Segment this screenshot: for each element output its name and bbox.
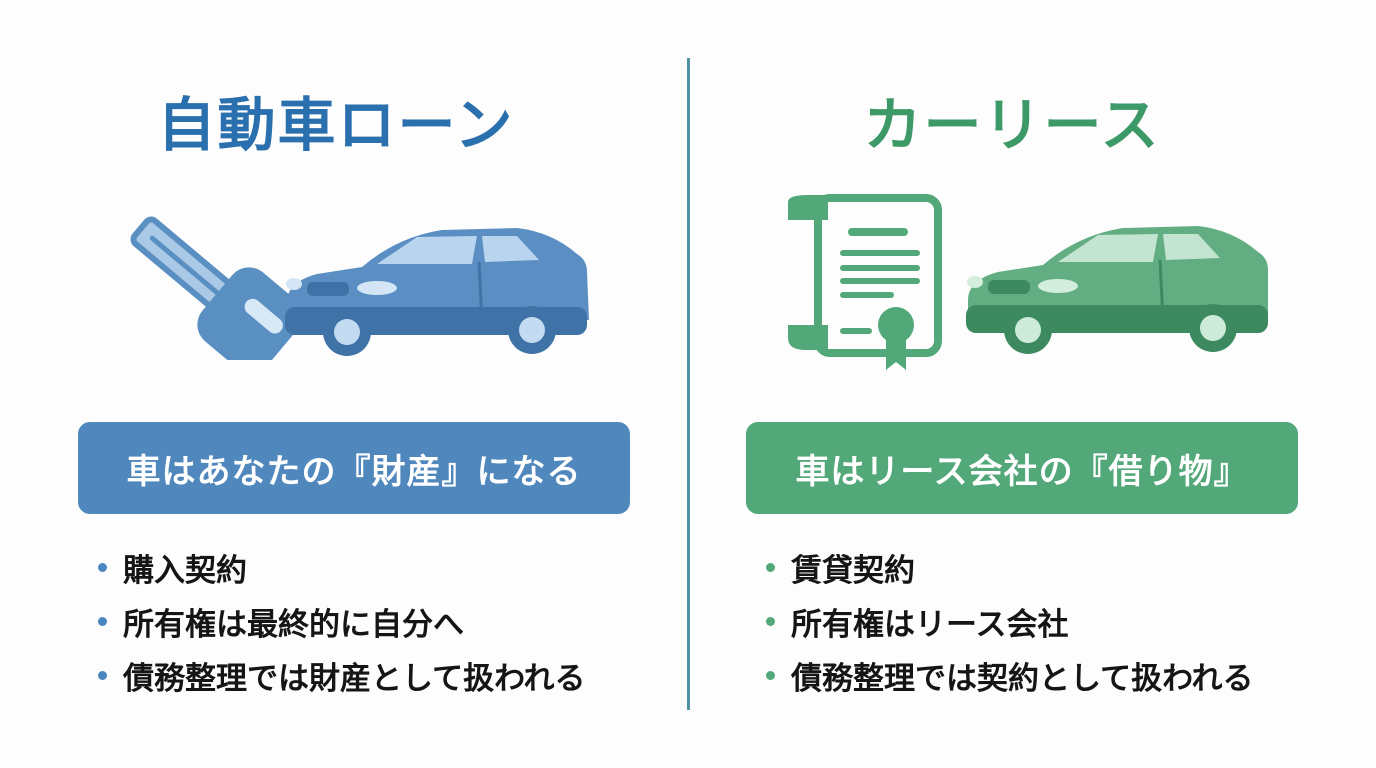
car-lease-summary-banner: 車はリース会社の『借り物』 <box>746 422 1298 514</box>
car-key-and-car-graphic <box>130 216 589 373</box>
list-item: 所有権はリース会社 <box>766 594 1254 648</box>
contract-and-car-graphic <box>788 194 1270 370</box>
car-lease-points-list: 賃貸契約 所有権はリース会社 債務整理では契約として扱われる <box>766 540 1254 702</box>
bullet-icon <box>766 670 775 680</box>
contract-certificate-icon <box>788 194 942 370</box>
bullet-icon <box>766 616 775 626</box>
car-loan-title: 自動車ローン <box>157 91 515 159</box>
list-item: 債務整理では契約として扱われる <box>766 648 1254 702</box>
car-loan-illustration <box>112 190 592 373</box>
list-item: 賃貸契約 <box>766 540 1254 594</box>
car-lease-title: カーリース <box>863 91 1161 159</box>
car-loan-panel: 自動車ローン <box>78 91 630 702</box>
car-lease-illustration <box>788 190 1270 379</box>
bullet-icon <box>766 562 775 572</box>
list-item: 所有権は最終的に自分へ <box>98 594 586 648</box>
list-item: 購入契約 <box>98 540 586 594</box>
car-loan-summary-banner: 車はあなたの『財産』になる <box>78 422 630 514</box>
bullet-icon <box>98 670 107 680</box>
bullet-icon <box>98 616 107 626</box>
car-lease-panel: カーリース <box>688 0 1376 768</box>
car-key-icon <box>130 216 303 373</box>
bullet-icon <box>98 562 107 572</box>
car-icon <box>966 226 1270 354</box>
center-divider <box>687 58 690 710</box>
car-icon <box>285 228 589 356</box>
car-loan-points-list: 購入契約 所有権は最終的に自分へ 債務整理では財産として扱われる <box>98 540 586 702</box>
list-item: 債務整理では財産として扱われる <box>98 648 586 702</box>
